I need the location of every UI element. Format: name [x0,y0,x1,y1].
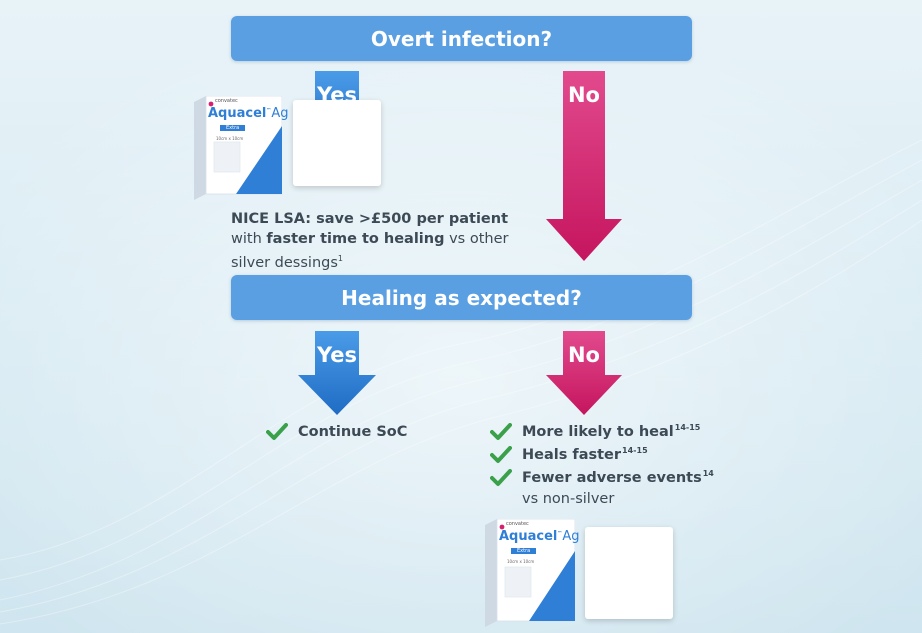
yes-outcome-text: Continue SoC [298,424,408,440]
no-outcome-text-3: Fewer adverse events [522,470,702,486]
dressing-pad-bottom [585,527,673,619]
yes-label-bottom: Yes [316,343,358,367]
no-label-top: No [567,83,600,107]
package-product-name: Aquacel™Ag [208,106,289,121]
aquacel-ag-package-bottom: convatec Aquacel™Ag Extra 10cm x 10cm [485,518,580,627]
no-arrow-bottom: No [546,331,622,415]
no-outcome-ref-2: 14-15 [622,446,648,455]
package-variant: Extra [220,125,246,131]
no-label-bottom: No [567,343,600,367]
note-text-2: vs other silver dessings [231,231,509,271]
package-name-text: Aquacel [499,529,558,544]
checkmark-icon [490,423,512,440]
package-size: 10cm x 10cm [216,136,244,141]
package-size: 10cm x 10cm [507,559,535,564]
aquacel-ag-package-top: convatec Aquacel™Ag Extra 10cm x 10cm [194,95,289,200]
note-bold-2: faster time to healing [266,231,445,247]
yes-arrow-bottom: Yes [298,331,376,415]
package-name-text: Aquacel [208,106,267,121]
package-suffix-text: Ag [271,106,289,121]
note-bold-1: NICE LSA: save >£500 per patient [231,211,509,227]
question-healing-as-expected: Healing as expected? [231,275,692,320]
package-brand: convatec [506,521,529,527]
yes-outcome-item: Continue SoC [266,423,407,441]
no-outcome-text-2: Heals faster [522,447,622,463]
package-product-name: Aquacel™Ag [499,529,580,544]
question-overt-infection: Overt infection? [231,16,692,61]
no-outcome-ref-1: 14-15 [674,423,701,432]
no-outcome-subnote: vs non-silver [522,491,615,507]
dressing-pad-top [293,100,381,186]
no-outcome-text-1: More likely to heal [522,424,674,440]
checkmark-icon [490,469,512,486]
no-outcome-ref-3: 14 [702,469,714,478]
checkmark-icon [266,423,288,440]
package-suffix-text: Ag [562,529,580,544]
note-text-1: with [231,231,267,247]
checkmark-icon [490,446,512,463]
no-arrow-top: No [546,71,622,261]
note-ref: 1 [337,254,343,263]
nice-lsa-note: NICE LSA: save >£500 per patient with fa… [231,209,521,273]
package-variant: Extra [511,548,537,554]
package-brand: convatec [215,98,238,104]
